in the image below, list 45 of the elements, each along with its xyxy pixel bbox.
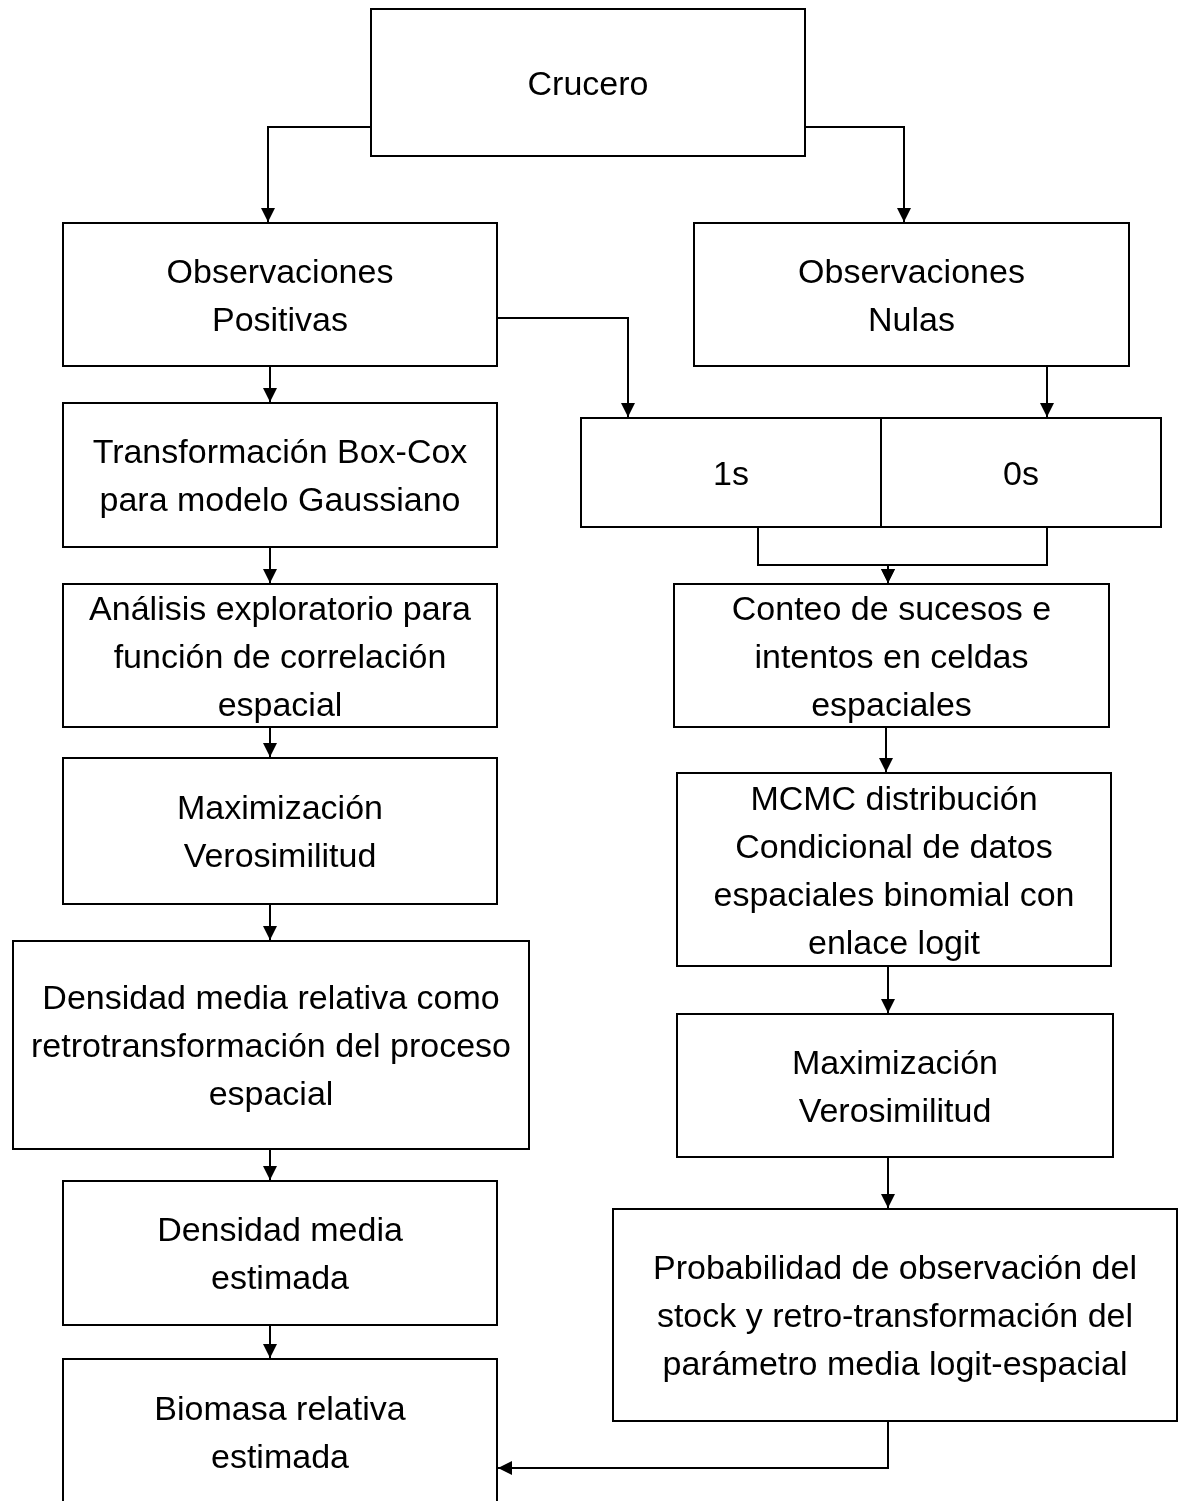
process-box (673, 583, 1110, 728)
box-text: MCMC distribución Condicional de datos espaciales binomial con enlace logit (712, 777, 1076, 963)
arrow (497, 317, 635, 418)
process-box (612, 1208, 1178, 1422)
box-text: Probabilidad de observación del stock y retro-transformación del parámetro media logit-espacial (652, 1247, 1138, 1384)
process-box (62, 402, 498, 548)
box-text: Transformación Box-Cox para modelo Gaussiano (91, 431, 469, 520)
arrow (263, 1325, 277, 1359)
process-box (676, 772, 1112, 967)
box-text: Crucero (527, 62, 649, 104)
process-box (693, 222, 1130, 367)
arrow (263, 1149, 277, 1181)
arrow (881, 966, 895, 1014)
arrow (263, 366, 277, 403)
arrow (263, 904, 277, 941)
process-box (580, 417, 882, 528)
box-text: Conteo de sucesos e intentos en celdas espaciales (730, 587, 1053, 725)
process-box (676, 1013, 1114, 1158)
arrow (881, 527, 1048, 584)
box-text: Biomasa relativa estimada (153, 1387, 407, 1477)
box-text: Observaciones Positivas (165, 250, 395, 340)
box-text: Densidad media relativa como retrotransformación del proceso espacial (31, 977, 511, 1114)
process-box (62, 757, 498, 905)
arrow (261, 126, 371, 223)
process-box (62, 222, 498, 367)
process-box (62, 583, 498, 728)
process-box (370, 8, 806, 157)
box-text: Densidad media estimada (156, 1209, 404, 1298)
box-text: Análisis exploratorio para función de correlación espacial (88, 587, 472, 725)
process-box (62, 1358, 498, 1501)
arrow (805, 126, 911, 223)
box-text: Observaciones Nulas (797, 250, 1026, 340)
arrow (263, 547, 277, 584)
arrow (263, 727, 277, 758)
arrow (497, 1421, 889, 1475)
process-box (12, 940, 530, 1150)
box-text: Maximización Verosimilitud (791, 1041, 999, 1131)
process-box (62, 1180, 498, 1326)
arrow (881, 1157, 895, 1209)
box-text: Maximización Verosimilitud (176, 787, 384, 876)
arrow (1040, 366, 1054, 418)
box-text: 0s (1003, 452, 1039, 494)
arrow (879, 727, 893, 773)
box-text: 1s (713, 452, 749, 494)
process-box (880, 417, 1162, 528)
